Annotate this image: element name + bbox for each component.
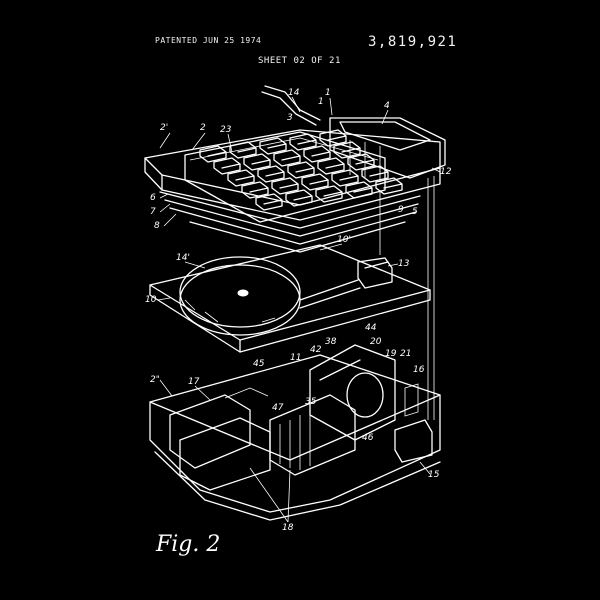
keypad-key xyxy=(285,189,313,207)
ref-10: 10 xyxy=(145,295,157,305)
ref-4: 4 xyxy=(384,101,390,111)
ref-15: 15 xyxy=(428,470,440,480)
ref-7: 7 xyxy=(150,207,156,217)
ref-8: 8 xyxy=(154,221,160,231)
keypad-key xyxy=(345,181,373,199)
ref-13: 13 xyxy=(398,259,410,269)
keypad-key xyxy=(271,177,299,195)
ref-2p: 2' xyxy=(160,123,168,133)
patented-date: PATENTED JUN 25 1974 xyxy=(155,36,262,45)
ref-5: 5 xyxy=(412,207,418,217)
keypad-key xyxy=(243,153,271,171)
ref-16: 16 xyxy=(413,365,425,375)
disc-plate xyxy=(149,244,431,353)
keypad-key xyxy=(315,185,343,203)
keypad-key xyxy=(255,193,283,211)
reference-numerals: 2' 2 23 14 1 1 3 4 12 6 7 8 9 5 10' 14' … xyxy=(145,88,452,533)
ref-46: 46 xyxy=(362,433,374,443)
keypad-key xyxy=(229,141,257,159)
ref-19: 19 xyxy=(385,349,397,359)
ref-44: 44 xyxy=(365,323,377,333)
ref-45: 45 xyxy=(253,359,265,369)
keypad-key xyxy=(241,181,269,199)
keypad-key xyxy=(287,161,315,179)
ref-21: 21 xyxy=(400,349,411,359)
keypad-key xyxy=(319,129,347,147)
keypad-key xyxy=(301,173,329,191)
keypad-key xyxy=(303,145,331,163)
ref-47: 47 xyxy=(272,403,284,413)
keypad-key xyxy=(333,141,361,159)
ref-38: 38 xyxy=(325,337,337,347)
keypad-key xyxy=(259,137,287,155)
ref-14p: 14' xyxy=(176,253,190,263)
keypad-key xyxy=(317,157,345,175)
ref-1: 1 xyxy=(325,88,331,98)
keypad-key xyxy=(289,133,317,151)
figure-caption: Fig. 2 xyxy=(156,532,221,557)
ref-42: 42 xyxy=(310,345,322,355)
keypad-key xyxy=(227,169,255,187)
ref-2pp: 2" xyxy=(150,375,160,385)
keypad-key xyxy=(361,165,389,183)
patent-number: 3,819,921 xyxy=(368,34,458,50)
ref-35: 35 xyxy=(305,397,317,407)
keypad-key xyxy=(347,153,375,171)
ref-1b: 1 xyxy=(318,97,324,107)
keypad-keys xyxy=(199,129,403,211)
ref-6: 6 xyxy=(150,193,156,203)
leader-lines xyxy=(157,96,441,523)
keyboard-assembly xyxy=(144,85,446,420)
ref-12: 12 xyxy=(440,167,452,177)
ref-14: 14 xyxy=(288,88,300,98)
ref-20: 20 xyxy=(370,337,382,347)
keypad-key xyxy=(375,177,403,195)
ref-11: 11 xyxy=(290,353,301,363)
ref-9: 9 xyxy=(398,205,404,215)
keypad-key xyxy=(199,145,227,163)
sheet-number: SHEET 02 OF 21 xyxy=(258,56,341,66)
ref-10p: 10' xyxy=(337,235,351,245)
ref-18: 18 xyxy=(282,523,294,533)
ref-3: 3 xyxy=(287,113,293,123)
base-housing xyxy=(149,344,441,521)
keypad-key xyxy=(257,165,285,183)
keypad-key xyxy=(331,169,359,187)
keypad-key xyxy=(213,157,241,175)
ref-17: 17 xyxy=(188,377,200,387)
ref-23: 23 xyxy=(220,125,232,135)
keypad-key xyxy=(273,149,301,167)
ref-2: 2 xyxy=(200,123,206,133)
